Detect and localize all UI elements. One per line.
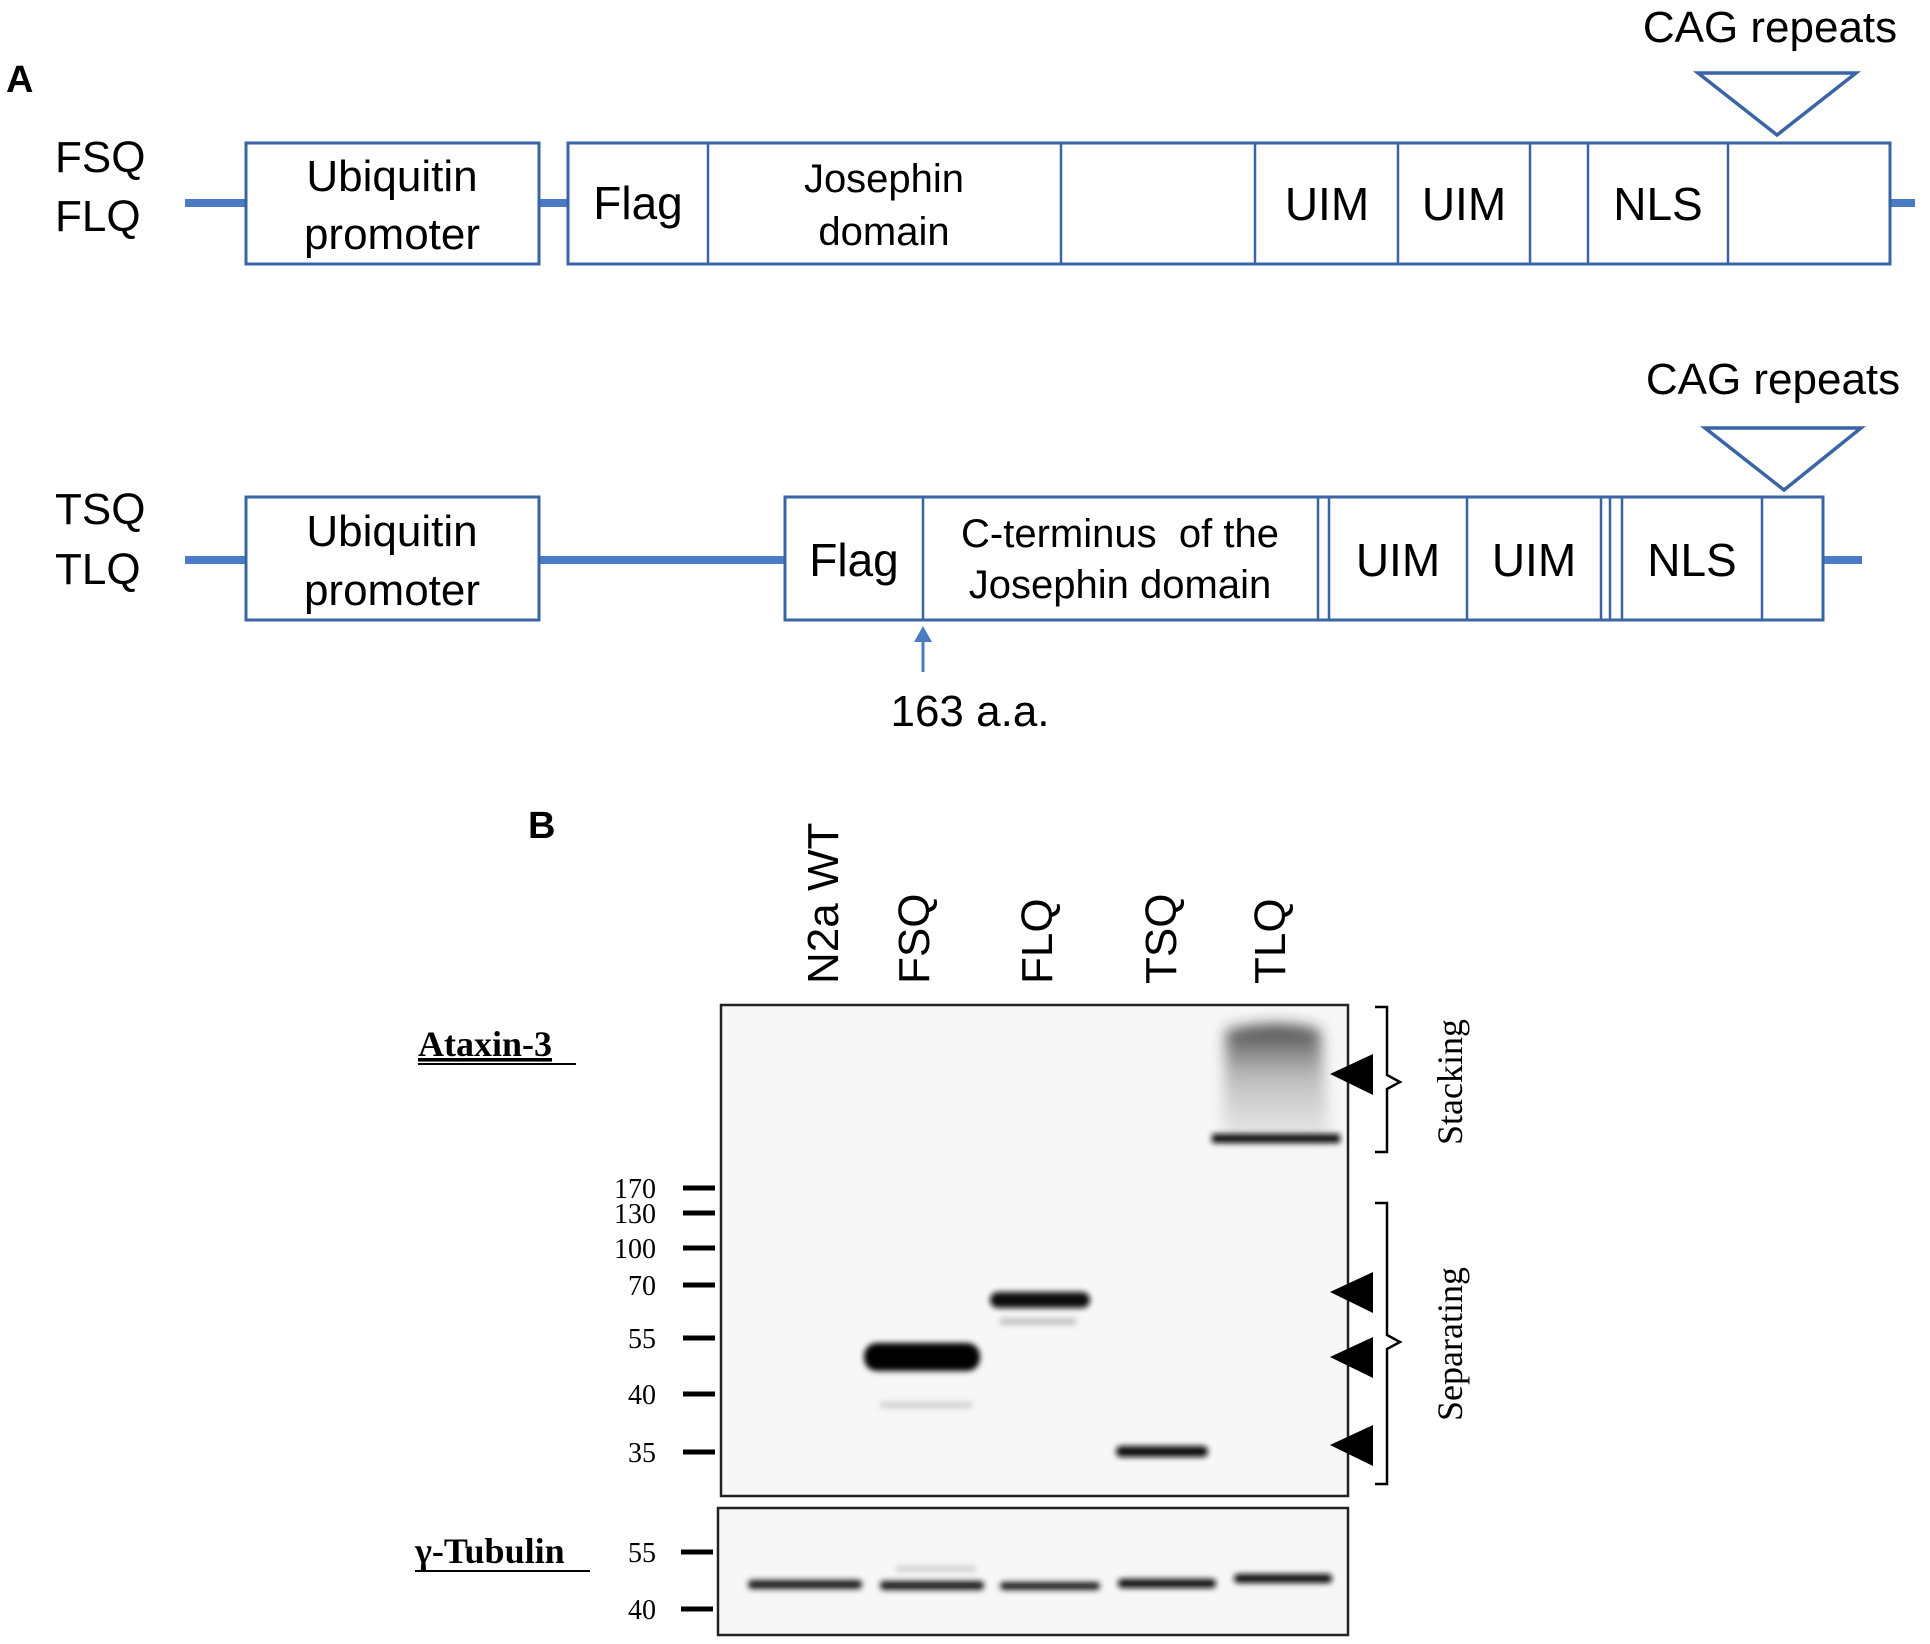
uim-label-1: UIM <box>1285 178 1369 230</box>
construct2-name-2: TLQ <box>55 545 141 594</box>
cag-triangle <box>1699 426 1866 493</box>
site-label: 163 a.a. <box>890 687 1049 736</box>
band-tubulin-n2a-wt <box>748 1580 862 1589</box>
uim-label-2: UIM <box>1492 534 1576 586</box>
marker-40: 40 <box>628 1595 656 1626</box>
cag-triangle <box>1692 71 1862 138</box>
protein-box <box>566 141 1892 266</box>
lane-labels: N2a WT FSQ FLQ TSQ TLQ <box>799 823 1295 984</box>
promoter-box <box>244 495 541 622</box>
marker-55: 55 <box>628 1538 656 1569</box>
separating-label: Separating <box>1430 1267 1470 1421</box>
lane-label-fsq: FSQ <box>890 894 939 984</box>
stacking-bracket <box>1375 1005 1403 1154</box>
promoter-box <box>244 141 541 266</box>
flag-label: Flag <box>809 534 898 586</box>
josephin-label-2: domain <box>818 210 949 254</box>
band-tubulin-fsq-minor <box>896 1566 976 1572</box>
marker-130: 130 <box>614 1199 656 1230</box>
band-flq-minor <box>1000 1318 1076 1325</box>
band-tubulin-fsq <box>880 1581 984 1590</box>
arrowhead-icon <box>1330 1337 1373 1378</box>
arrowhead-icon <box>1330 1272 1373 1313</box>
marker-35: 35 <box>628 1438 656 1469</box>
promoter-label-2: promoter <box>304 210 480 259</box>
construct-tsq-tlq: TSQ TLQ Ubiquitin promoter Flag C-termin… <box>55 355 1900 736</box>
marker-55: 55 <box>628 1324 656 1355</box>
nls-label: NLS <box>1613 178 1702 230</box>
panel-b-label: B <box>528 805 555 847</box>
band-fsq-main <box>864 1343 980 1371</box>
marker-40: 40 <box>628 1380 656 1411</box>
blot-tubulin <box>716 1506 1350 1637</box>
arrowhead-icon <box>1330 1054 1373 1095</box>
band-arrowheads <box>1330 1054 1373 1466</box>
site-arrowhead-icon <box>914 626 932 642</box>
flag-label: Flag <box>593 177 682 229</box>
cag-label: CAG repeats <box>1643 3 1897 52</box>
panel-a-label: A <box>6 59 33 101</box>
marker-170: 170 <box>614 1174 656 1205</box>
blot-tubulin-label: γ-Tubulin <box>414 1531 565 1571</box>
stacking-label: Stacking <box>1430 1019 1470 1145</box>
lane-label-flq: FLQ <box>1013 898 1062 984</box>
lane-label-tlq: TLQ <box>1246 898 1295 984</box>
promoter-label-1: Ubiquitin <box>306 507 477 556</box>
band-tlq-stacking-smear <box>1222 1024 1330 1140</box>
band-tubulin-tsq <box>1118 1579 1216 1588</box>
cag-label: CAG repeats <box>1646 355 1900 404</box>
band-tsq-main <box>1116 1446 1208 1457</box>
band-tubulin-flq <box>1000 1582 1100 1590</box>
uim-label-1: UIM <box>1356 534 1440 586</box>
blot-ataxin3-label: Ataxin-3 <box>418 1024 552 1064</box>
marker-100: 100 <box>614 1234 656 1265</box>
construct1-name-1: FSQ <box>55 133 145 182</box>
band-tubulin-tlq <box>1234 1574 1332 1583</box>
nls-label: NLS <box>1647 534 1736 586</box>
marker-70: 70 <box>628 1271 656 1302</box>
josephin-label-1: Josephin <box>804 157 964 201</box>
cterm-label-2: Josephin domain <box>969 563 1271 607</box>
band-fsq-minor <box>880 1402 972 1408</box>
promoter-label-1: Ubiquitin <box>306 152 477 201</box>
construct2-name-1: TSQ <box>55 485 145 534</box>
uim-label-2: UIM <box>1422 178 1506 230</box>
promoter-label-2: promoter <box>304 566 480 615</box>
protein-box <box>783 495 1825 622</box>
markers-tubulin: 55 40 <box>628 1538 713 1626</box>
lane-label-tsq: TSQ <box>1137 894 1186 984</box>
markers-ataxin3: 170 130 100 70 55 40 35 <box>614 1174 715 1469</box>
band-flq-main <box>990 1292 1090 1308</box>
blot-ataxin3 <box>719 1003 1350 1498</box>
construct-fsq-flq: FSQ FLQ Ubiquitin promoter Flag Josephin… <box>55 3 1915 266</box>
band-tlq-stacking <box>1212 1134 1340 1143</box>
construct1-name-2: FLQ <box>55 192 141 241</box>
arrowhead-icon <box>1330 1425 1373 1466</box>
cterm-label-1: C-terminus of the <box>961 512 1279 556</box>
lane-label-n2a-wt: N2a WT <box>799 823 848 984</box>
separating-bracket <box>1375 1201 1403 1486</box>
